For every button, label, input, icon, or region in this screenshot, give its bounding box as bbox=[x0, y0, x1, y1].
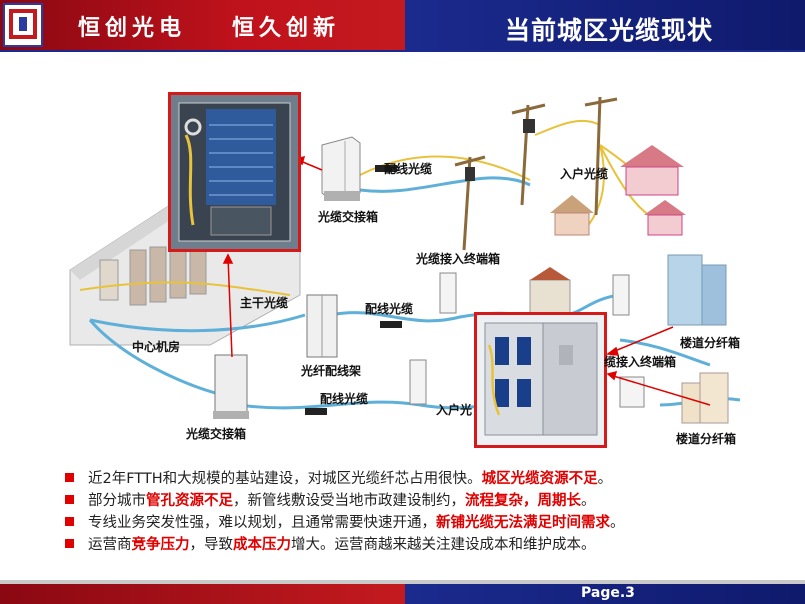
bullet-item: 部分城市管孔资源不足，新管线敷设受当地市政建设制约，流程复杂，周期长。 bbox=[65, 488, 785, 510]
label-trunk-cable: 主干光缆 bbox=[240, 296, 289, 310]
label-access-terminal-box-right: 缆接入终端箱 bbox=[604, 355, 677, 369]
label-drop-cable-bottom: 入户光 bbox=[436, 403, 473, 417]
header-left: 恒创光电 恒久创新 bbox=[0, 0, 405, 50]
bullet-square-icon bbox=[65, 538, 74, 548]
terminal-box-2 bbox=[409, 359, 427, 405]
bullet-text: ，导致 bbox=[189, 536, 234, 553]
cabinet-interior-photo bbox=[168, 92, 301, 252]
label-cross-connect-box-top: 光缆交接箱 bbox=[318, 210, 379, 224]
network-diagram bbox=[69, 96, 741, 424]
terminal-box-interior-photo bbox=[474, 312, 607, 448]
footer-right: Page.3 bbox=[405, 584, 805, 604]
slogan-part-2: 恒久创新 bbox=[232, 16, 341, 41]
label-distribution-cable-top: 配线光缆 bbox=[384, 162, 433, 176]
cable-joint bbox=[305, 408, 327, 415]
bullet-highlight-text: 管孔资源不足 bbox=[146, 492, 233, 509]
bullet-highlight-text: 竞争压力 bbox=[131, 536, 190, 553]
bullet-square-icon bbox=[65, 472, 74, 482]
bullet-item: 运营商竞争压力，导致成本压力增大。运营商越来越关注建设成本和维护成本。 bbox=[65, 532, 785, 554]
terminal-box-interior-image bbox=[477, 315, 604, 445]
footer-bar: Page.3 bbox=[0, 584, 805, 604]
label-access-terminal-box-top: 光缆接入终端箱 bbox=[416, 252, 501, 266]
label-distribution-cable-mid: 配线光缆 bbox=[365, 302, 414, 316]
header-right: 当前城区光缆现状 bbox=[405, 0, 805, 50]
bullet-text: 。 bbox=[581, 492, 596, 509]
company-slogan: 恒创光电 恒久创新 bbox=[78, 10, 340, 42]
bullet-item: 专线业务突发性强，难以规划，且通常需要快速开通，新铺光缆无法满足时间需求。 bbox=[65, 510, 785, 532]
bullet-text: 专线业务突发性强，难以规划，且通常需要快速开通， bbox=[88, 514, 436, 531]
label-building-fiber-box-2: 楼道分纤箱 bbox=[676, 432, 737, 446]
footer-left bbox=[0, 584, 405, 604]
label-cross-connect-box-bottom: 光缆交接箱 bbox=[186, 427, 247, 441]
footer-shadow bbox=[0, 580, 805, 584]
bullet-text: 部分城市 bbox=[88, 492, 146, 509]
terminal-box-3 bbox=[612, 274, 630, 316]
cross-connect-cabinet-top bbox=[321, 136, 361, 201]
bullet-highlight-text: 流程复杂，周期长 bbox=[465, 492, 581, 509]
bullet-text: ，新管线敷设受当地市政建设制约， bbox=[233, 492, 465, 509]
pole-box bbox=[465, 167, 475, 181]
fiber-distribution-frame bbox=[306, 294, 338, 358]
bullet-item: 近2年FTTH和大规模的基站建设，对城区光缆纤芯占用很快。城区光缆资源不足。 bbox=[65, 466, 785, 488]
cross-connect-cabinet-bottom bbox=[213, 354, 249, 419]
label-drop-cable-top: 入户光缆 bbox=[560, 167, 609, 181]
callout-arrows bbox=[222, 155, 711, 406]
bullet-text: 运营商 bbox=[88, 536, 132, 553]
houses bbox=[550, 145, 686, 236]
terminal-box-1 bbox=[439, 272, 457, 314]
slogan-part-1: 恒创光电 bbox=[78, 16, 187, 41]
bullet-square-icon bbox=[65, 516, 74, 526]
header-bar: 恒创光电 恒久创新 当前城区光缆现状 bbox=[0, 0, 805, 50]
bullet-text: 。 bbox=[597, 470, 613, 487]
label-distribution-cable-bottom: 配线光缆 bbox=[320, 392, 369, 406]
header-divider bbox=[0, 50, 805, 52]
company-logo bbox=[3, 3, 43, 47]
label-central-office: 中心机房 bbox=[132, 340, 181, 354]
label-fiber-distribution-frame: 光纤配线架 bbox=[301, 364, 362, 378]
page-number: Page.3 bbox=[581, 585, 635, 601]
cabinet-interior-image bbox=[171, 95, 298, 249]
bullet-text: 近2年FTTH和大规模的基站建设，对城区光缆纤芯占用很快。 bbox=[88, 470, 482, 487]
bullet-text: 增大。运营商越来越关注建设成本和维护成本。 bbox=[291, 536, 596, 553]
bullet-highlight-text: 城区光缆资源不足 bbox=[481, 470, 598, 487]
bullet-square-icon bbox=[65, 494, 74, 504]
cable-joint bbox=[375, 165, 397, 172]
pole-box bbox=[523, 119, 535, 133]
bullet-highlight-text: 新铺光缆无法满足时间需求 bbox=[436, 514, 610, 531]
cable-joint bbox=[380, 321, 402, 328]
bullet-highlight-text: 成本压力 bbox=[233, 536, 291, 553]
slide-title: 当前城区光缆现状 bbox=[504, 16, 713, 45]
bullet-list: 近2年FTTH和大规模的基站建设，对城区光缆纤芯占用很快。城区光缆资源不足。部分… bbox=[65, 466, 785, 554]
bullet-text: 。 bbox=[610, 514, 625, 531]
label-building-fiber-box-1: 楼道分纤箱 bbox=[680, 336, 741, 350]
